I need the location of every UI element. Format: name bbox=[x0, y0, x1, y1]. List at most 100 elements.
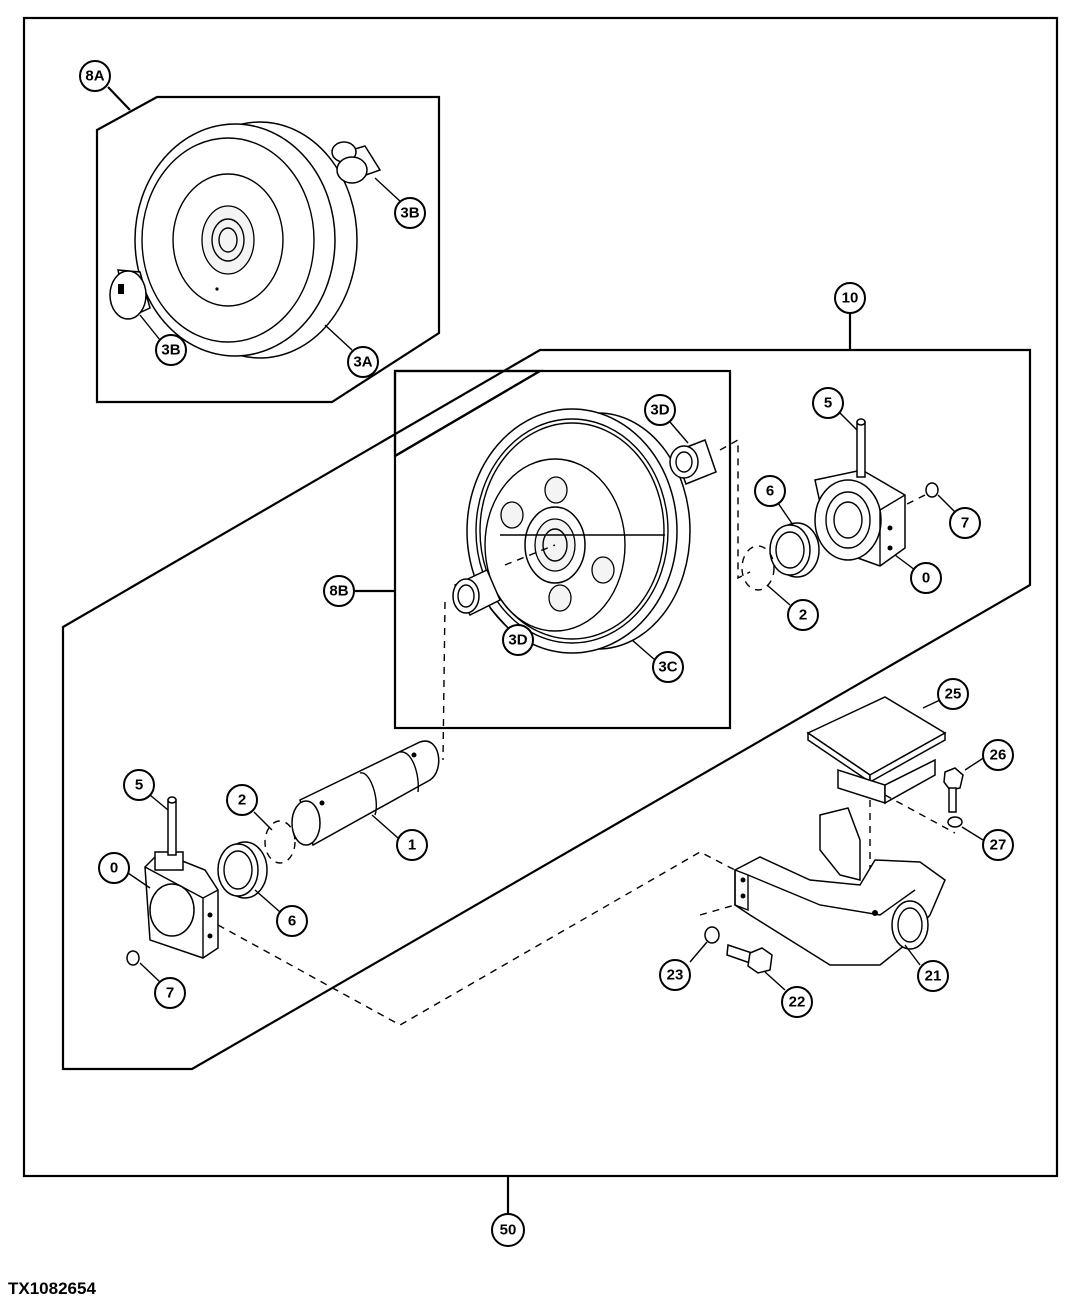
callout-3D-top: 3D bbox=[644, 394, 676, 426]
box-8A bbox=[95, 95, 441, 404]
bushing-3D-top bbox=[669, 439, 717, 485]
svg-text:26: 26 bbox=[990, 747, 1007, 764]
svg-text:22: 22 bbox=[789, 994, 806, 1011]
svg-text:3B: 3B bbox=[400, 205, 419, 222]
svg-text:50: 50 bbox=[500, 1222, 517, 1239]
svg-text:3D: 3D bbox=[650, 402, 669, 419]
svg-text:0: 0 bbox=[922, 570, 930, 587]
svg-text:3C: 3C bbox=[658, 659, 677, 676]
leader-8A bbox=[107, 86, 131, 111]
axis-dash-5 bbox=[884, 794, 956, 834]
svg-text:6: 6 bbox=[288, 913, 296, 930]
idler-wheel-3C bbox=[466, 408, 691, 654]
figure-id: TX1082654 bbox=[8, 1279, 96, 1298]
bracket-0-left bbox=[144, 851, 219, 959]
svg-text:6: 6 bbox=[766, 483, 774, 500]
svg-text:10: 10 bbox=[842, 290, 859, 307]
leader-3B-top bbox=[374, 177, 403, 204]
box-8B-diag bbox=[394, 370, 541, 457]
leader-23 bbox=[689, 941, 708, 963]
callout-26: 26 bbox=[982, 739, 1014, 771]
oring-2-left bbox=[264, 820, 296, 864]
svg-text:3A: 3A bbox=[353, 354, 372, 371]
leader-7-left bbox=[139, 962, 161, 983]
oring-2-right bbox=[741, 545, 775, 591]
bushing-3B-left bbox=[109, 269, 151, 320]
callout-7-right: 7 bbox=[949, 507, 981, 539]
callout-2-right: 2 bbox=[787, 599, 819, 631]
callout-25: 25 bbox=[937, 678, 969, 710]
leader-3A bbox=[324, 324, 353, 351]
leader-0-right bbox=[894, 554, 916, 571]
bolt-22 bbox=[726, 943, 773, 974]
seal-6-left bbox=[217, 841, 268, 899]
callout-3C: 3C bbox=[652, 651, 684, 683]
svg-text:8A: 8A bbox=[85, 68, 104, 85]
callout-2-left: 2 bbox=[226, 784, 258, 816]
leader-25 bbox=[922, 699, 941, 709]
leader-5-right bbox=[839, 412, 858, 431]
callout-0-left: 0 bbox=[98, 852, 130, 884]
callout-3A: 3A bbox=[347, 346, 379, 378]
leader-2-left bbox=[253, 811, 273, 831]
leader-22 bbox=[764, 971, 786, 991]
axis-dash-1 bbox=[442, 601, 446, 761]
svg-text:8B: 8B bbox=[329, 583, 348, 600]
svg-text:5: 5 bbox=[135, 777, 143, 794]
callout-3B-left: 3B bbox=[155, 334, 187, 366]
seal-6-right bbox=[769, 522, 820, 578]
callout-1: 1 bbox=[396, 829, 428, 861]
leader-27 bbox=[961, 826, 984, 841]
axis-dash-4 bbox=[217, 851, 736, 1026]
arm-21 bbox=[734, 807, 946, 966]
callout-3D-bot: 3D bbox=[502, 624, 534, 656]
callout-8B: 8B bbox=[323, 575, 355, 607]
shaft-1 bbox=[291, 740, 440, 847]
svg-text:7: 7 bbox=[961, 515, 969, 532]
svg-text:7: 7 bbox=[166, 985, 174, 1002]
leader-3C bbox=[631, 639, 656, 661]
callout-7-left: 7 bbox=[154, 977, 186, 1009]
leader-1 bbox=[371, 814, 399, 839]
bushing-3B-top bbox=[331, 141, 382, 184]
svg-text:27: 27 bbox=[990, 837, 1007, 854]
box-10 bbox=[61, 348, 1032, 1071]
pin-5-right bbox=[856, 418, 866, 478]
callout-0-right: 0 bbox=[910, 562, 942, 594]
callout-22: 22 bbox=[781, 986, 813, 1018]
callout-5-right: 5 bbox=[812, 387, 844, 419]
callout-21: 21 bbox=[917, 960, 949, 992]
svg-text:23: 23 bbox=[667, 967, 684, 984]
bolt-7-left bbox=[126, 950, 140, 966]
callout-27: 27 bbox=[982, 829, 1014, 861]
svg-text:3B: 3B bbox=[161, 342, 180, 359]
bushing-3D-bot bbox=[452, 568, 501, 617]
leader-7-right bbox=[937, 494, 956, 513]
washer-23 bbox=[704, 926, 720, 944]
callout-10: 10 bbox=[834, 282, 866, 314]
pin-5-left bbox=[167, 796, 177, 856]
svg-text:21: 21 bbox=[925, 968, 942, 985]
callout-6-right: 6 bbox=[754, 475, 786, 507]
leader-3D-top bbox=[669, 421, 689, 444]
leader-6-right bbox=[777, 502, 794, 526]
svg-text:2: 2 bbox=[238, 792, 246, 809]
callout-3B-top: 3B bbox=[394, 197, 426, 229]
idler-wheel-3A bbox=[134, 121, 358, 359]
box-8B bbox=[393, 369, 732, 730]
outer-frame bbox=[22, 16, 1059, 1178]
callout-50: 50 bbox=[491, 1213, 525, 1247]
leader-5-left bbox=[149, 794, 169, 811]
leader-0-left bbox=[127, 872, 151, 889]
svg-text:5: 5 bbox=[824, 395, 832, 412]
callout-6-left: 6 bbox=[276, 905, 308, 937]
svg-text:25: 25 bbox=[945, 686, 962, 703]
svg-text:2: 2 bbox=[799, 607, 807, 624]
leader-3B-left bbox=[139, 314, 161, 341]
leader-21 bbox=[904, 944, 921, 966]
callout-23: 23 bbox=[659, 959, 691, 991]
svg-text:3D: 3D bbox=[508, 632, 527, 649]
leader-6-left bbox=[254, 889, 281, 913]
washer-27 bbox=[947, 816, 963, 828]
